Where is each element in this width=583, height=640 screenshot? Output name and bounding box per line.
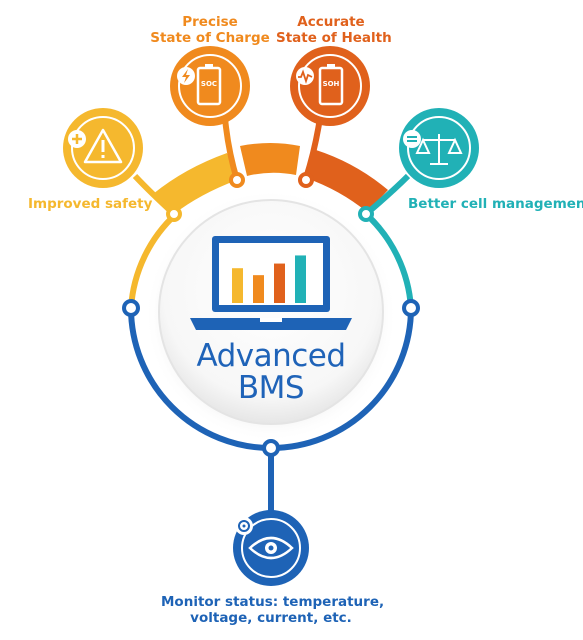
center-title-line1: Advanced — [196, 338, 346, 374]
eye-icon — [248, 536, 294, 560]
cell-label: Better cell management — [408, 196, 583, 212]
safety-label: Improved safety — [28, 196, 153, 212]
ring-node-yellow — [166, 206, 182, 222]
soh-label: Accurate State of Health — [276, 14, 392, 46]
laptop-bar — [232, 268, 243, 303]
orange-band — [240, 143, 300, 176]
ring-node-red — [298, 172, 314, 188]
laptop-bar — [274, 263, 285, 303]
lightning-icon — [182, 69, 190, 83]
cell-badge — [399, 108, 479, 188]
yellow-band — [153, 153, 237, 214]
soc-battery-text: SOC — [200, 80, 218, 88]
ring-node-bottom — [262, 439, 280, 457]
laptop-bar — [253, 275, 264, 303]
soh-label-line2: State of Health — [276, 30, 392, 46]
teal-ring-arc — [363, 211, 414, 309]
laptop-icon — [190, 236, 352, 330]
monitor-label: Monitor status: temperature, voltage, cu… — [161, 594, 385, 626]
soh-label-line1: Accurate — [297, 14, 365, 30]
balance-scale-icon — [415, 134, 463, 165]
soc-label-line2: State of Charge — [150, 30, 270, 46]
soc-label-line1: Precise — [182, 14, 238, 30]
ring-node-orange — [229, 172, 245, 188]
red-orange-band — [306, 150, 388, 212]
soh-battery-text: SOH — [322, 80, 340, 88]
bar-chart-graphic — [232, 255, 306, 303]
safety-badge — [63, 108, 143, 188]
soc-badge — [170, 46, 250, 126]
ring-node-teal — [358, 206, 374, 222]
ring-node-right — [402, 299, 420, 317]
center-title-line2: BMS — [237, 370, 305, 406]
monitor-label-line2: voltage, current, etc. — [190, 610, 352, 626]
soc-label: Precise State of Charge — [150, 14, 270, 46]
heartbeat-icon — [298, 69, 313, 84]
monitor-badge — [233, 510, 309, 586]
soh-badge — [290, 46, 370, 126]
monitor-label-line1: Monitor status: temperature, — [161, 594, 385, 610]
yellow-ring-arc — [128, 211, 179, 309]
warning-triangle-icon — [83, 128, 123, 164]
laptop-bar — [295, 255, 306, 303]
ring-node-left — [122, 299, 140, 317]
